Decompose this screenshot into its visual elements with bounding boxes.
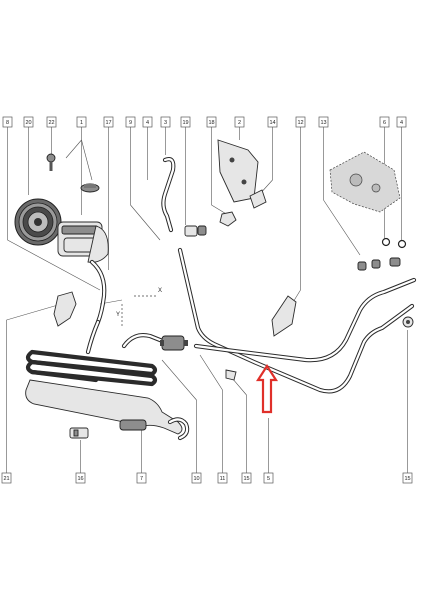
callout-label: 18	[206, 116, 217, 128]
clip-14	[249, 189, 267, 209]
callout-label: 16	[75, 472, 86, 484]
callout-label: 9	[125, 116, 136, 128]
callout-label: 15	[402, 472, 413, 484]
callout-label: 21	[1, 472, 12, 484]
clip-15	[225, 369, 237, 381]
feed-hose	[85, 259, 107, 355]
callout-label: 22	[46, 116, 57, 128]
highlight-arrow	[255, 363, 279, 414]
bolt-22	[46, 153, 56, 171]
svg-text:3: 3	[164, 120, 167, 126]
callout-label: 15	[241, 472, 252, 484]
svg-text:12: 12	[297, 120, 303, 126]
callout-label: 6	[379, 116, 390, 128]
svg-text:17: 17	[105, 120, 111, 126]
callout-label: 20	[23, 116, 34, 128]
callout-label: 2	[234, 116, 245, 128]
callout-label: 4	[142, 116, 153, 128]
callout-label: 19	[180, 116, 191, 128]
pulley	[14, 198, 62, 246]
svg-text:7: 7	[140, 476, 143, 482]
leader-lines	[6, 127, 408, 473]
mounting-bracket-2	[217, 139, 259, 203]
svg-text:22: 22	[48, 120, 54, 126]
union-fittings	[357, 257, 401, 271]
seal-4	[397, 239, 407, 249]
svg-text:11: 11	[220, 476, 226, 482]
svg-text:5: 5	[267, 476, 270, 482]
svg-text:X: X	[158, 288, 162, 294]
svg-text:15: 15	[404, 476, 410, 482]
inline-filter-10	[160, 335, 188, 351]
callout-label: 10	[191, 472, 202, 484]
svg-text:4: 4	[400, 120, 403, 126]
svg-text:10: 10	[193, 476, 199, 482]
callout-label: 1	[76, 116, 87, 128]
svg-text:19: 19	[182, 120, 188, 126]
svg-text:13: 13	[320, 120, 326, 126]
clip-18	[219, 211, 237, 227]
callout-label: 3	[160, 116, 171, 128]
callout-label: 8	[2, 116, 13, 128]
svg-text:20: 20	[25, 120, 31, 126]
pump-bracket	[53, 291, 77, 327]
svg-text:8: 8	[6, 120, 9, 126]
svg-text:Y: Y	[116, 312, 120, 318]
svg-text:1: 1	[80, 120, 83, 126]
callout-label: 4	[396, 116, 407, 128]
pressure-pipe-3	[161, 157, 176, 233]
svg-text:6: 6	[383, 120, 386, 126]
clip-15-right	[402, 316, 414, 328]
return-pipe	[193, 277, 417, 363]
callout-label: 7	[136, 472, 147, 484]
axis-marker-y: Y	[116, 304, 123, 326]
svg-text:9: 9	[129, 120, 132, 126]
power-steering-pump	[57, 221, 109, 263]
callout-label: 13	[318, 116, 329, 128]
svg-text:4: 4	[146, 120, 149, 126]
callout-label: 17	[103, 116, 114, 128]
svg-text:2: 2	[238, 120, 241, 126]
callout-label: 14	[267, 116, 278, 128]
svg-text:14: 14	[269, 120, 275, 126]
hose-connector	[184, 225, 207, 237]
callout-label: 5	[263, 472, 274, 484]
callout-label: 11	[217, 472, 228, 484]
seal-6	[381, 237, 391, 247]
axis-marker-x: X	[134, 288, 162, 297]
svg-text:21: 21	[3, 476, 9, 482]
svg-text:15: 15	[243, 476, 249, 482]
main-pressure-line	[177, 247, 415, 394]
clamp-16	[69, 427, 89, 439]
steering-box-assembly	[329, 151, 401, 213]
reservoir-cap	[80, 183, 100, 193]
steering-rack-7	[25, 349, 190, 441]
svg-text:16: 16	[77, 476, 83, 482]
bracket-12	[271, 295, 297, 337]
callout-label: 12	[295, 116, 306, 128]
svg-text:18: 18	[208, 120, 214, 126]
